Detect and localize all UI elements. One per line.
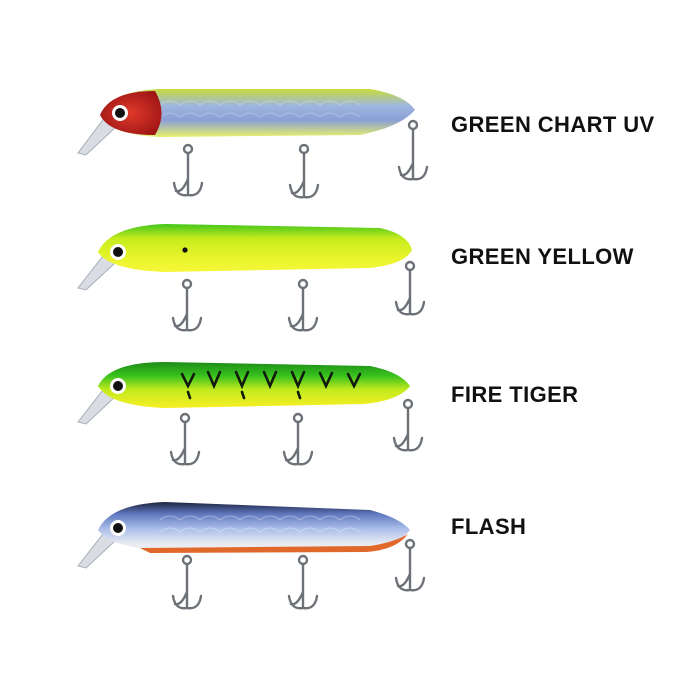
lure-row-fire-tiger: FIRE TIGER — [0, 340, 700, 466]
lure-row-flash: FLASH — [0, 490, 700, 615]
treble-hook-icon — [171, 278, 203, 332]
lure-label: GREEN YELLOW — [451, 244, 634, 269]
treble-hook-icon — [397, 119, 429, 181]
treble-hook-icon — [392, 398, 424, 452]
treble-hook-icon — [287, 554, 319, 610]
lure-label: FLASH — [451, 514, 527, 539]
lure-label: GREEN CHART UV — [451, 112, 655, 137]
treble-hook-icon — [171, 554, 203, 610]
treble-hook-icon — [287, 278, 319, 332]
treble-hook-icon — [394, 260, 426, 316]
treble-hook-icon — [394, 538, 426, 592]
lure-image-green-yellow — [77, 224, 426, 332]
lure-image-fire-tiger — [77, 362, 424, 466]
lure-image-flash — [77, 502, 426, 610]
treble-hook-icon — [172, 143, 204, 197]
treble-hook-icon — [282, 412, 314, 466]
treble-hook-icon — [169, 412, 201, 466]
lure-row-green-chart-uv: GREEN CHART UV — [0, 75, 700, 200]
lure-image-green-chart-uv — [77, 89, 429, 199]
treble-hook-icon — [288, 143, 320, 199]
lure-row-green-yellow: GREEN YELLOW — [0, 208, 700, 333]
lure-label: FIRE TIGER — [451, 382, 579, 407]
